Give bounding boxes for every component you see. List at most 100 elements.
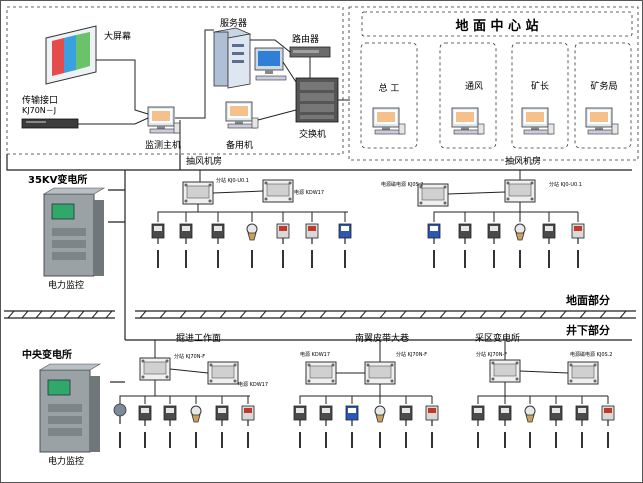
ground-center-title: 地 面 中 心 站 bbox=[455, 18, 538, 34]
server-icon bbox=[212, 27, 252, 89]
mining-substation-links bbox=[477, 370, 609, 404]
underground-power-a-label: 电源 KDW17 bbox=[238, 381, 268, 388]
router-icon bbox=[289, 46, 331, 58]
underground-part-label: 井下部分 bbox=[566, 323, 610, 337]
power-box-b-icon bbox=[305, 361, 337, 385]
heading-face-title: 掘进工作面 bbox=[176, 332, 221, 344]
sensor-icon bbox=[542, 223, 556, 245]
belt-roadway-links bbox=[299, 372, 433, 404]
backup-pc-icon bbox=[225, 101, 259, 129]
switch-icon bbox=[295, 77, 339, 123]
sensor-caption-marks bbox=[157, 250, 579, 268]
sensor-icon bbox=[427, 223, 441, 245]
substation-box-c-icon bbox=[489, 359, 521, 383]
top-network-links bbox=[78, 29, 350, 154]
transfer-interface-model: KJ70N－J bbox=[22, 106, 56, 115]
sensor-icon bbox=[163, 405, 177, 427]
underground-power-c-label: 电源磁电源 KJ0S.2 bbox=[570, 351, 612, 358]
station-label-3: 矿务局 bbox=[590, 80, 617, 92]
sensor-icon bbox=[549, 405, 563, 427]
sensor-icon bbox=[425, 405, 439, 427]
heading-face-links bbox=[119, 368, 250, 404]
sensor-icon bbox=[276, 223, 290, 245]
substation-35kv-label: 电力监控 bbox=[48, 279, 84, 291]
sensor-icon bbox=[211, 223, 225, 245]
server-label: 服务器 bbox=[220, 17, 247, 29]
substation-box-left-icon bbox=[182, 181, 214, 205]
big-screen-icon bbox=[45, 25, 97, 85]
sensor-icon bbox=[487, 223, 501, 245]
fan-right-links bbox=[433, 191, 579, 222]
substation-35kv-cabinet-icon bbox=[43, 187, 105, 277]
sensor-icon bbox=[179, 223, 193, 245]
fan-room-right-title: 抽风机房 bbox=[505, 155, 541, 167]
central-substation-cabinet-icon bbox=[39, 363, 101, 453]
monitor-host-icon bbox=[147, 106, 181, 134]
sensor-icon bbox=[601, 405, 615, 427]
fan-left-links bbox=[157, 190, 348, 222]
substation-box-right-icon bbox=[504, 179, 536, 203]
switch-label: 交换机 bbox=[299, 128, 326, 140]
top-network-boundary bbox=[6, 6, 344, 155]
server-monitor-icon bbox=[254, 47, 287, 81]
switch-sensor-icon bbox=[514, 223, 526, 241]
station-label-2: 矿长 bbox=[531, 80, 549, 92]
sensor-icon bbox=[338, 223, 352, 245]
sensor-icon bbox=[215, 405, 229, 427]
sensor-icon bbox=[575, 405, 589, 427]
sensor-icon bbox=[399, 405, 413, 427]
switch-sensor-icon bbox=[374, 405, 386, 423]
fan-room-left-title: 抽风机房 bbox=[186, 155, 222, 167]
ground-center-title-box bbox=[361, 11, 633, 37]
station-mining-bureau bbox=[574, 42, 632, 149]
sensor-icon bbox=[293, 405, 307, 427]
underground-power-b-label: 电源 KDW17 bbox=[300, 351, 330, 358]
valve-icon bbox=[113, 403, 127, 424]
belt-roadway-title: 南翼皮带大巷 bbox=[355, 332, 409, 344]
substation-box-b-icon bbox=[364, 361, 396, 385]
sensor-icon bbox=[471, 405, 485, 427]
hatch-marks bbox=[7, 310, 627, 319]
switch-sensor-icon bbox=[190, 405, 202, 423]
fan-right-power-label: 电源磁电源 KJ0S.2 bbox=[381, 181, 423, 188]
station-label-0: 总 工 bbox=[379, 82, 400, 94]
backbone-lines bbox=[6, 154, 632, 383]
substation-35kv-title: 35KV变电所 bbox=[28, 173, 87, 186]
sensor-icon bbox=[151, 223, 165, 245]
underground-sub-a-label: 分站 KJ70N-F bbox=[174, 353, 205, 360]
fan-right-substation-label: 分站 KJ0-U0.1 bbox=[549, 181, 582, 188]
ground-center-boundary bbox=[348, 6, 639, 161]
station-label-1: 通风 bbox=[465, 81, 483, 92]
transfer-interface-icon bbox=[21, 118, 79, 129]
sensor-icon bbox=[241, 405, 255, 427]
mining-substation-title: 采区变电所 bbox=[475, 332, 520, 344]
fan-left-power-label: 电源 KDW17 bbox=[294, 189, 324, 196]
power-box-c-icon bbox=[567, 361, 599, 385]
power-box-a-icon bbox=[207, 361, 239, 385]
big-screen-label: 大屏幕 bbox=[104, 30, 131, 42]
power-box-left-icon bbox=[262, 179, 294, 203]
sensor-icon bbox=[138, 405, 152, 427]
backup-pc-label: 备用机 bbox=[226, 139, 253, 151]
underground-sub-b-label: 分站 KJ70N-F bbox=[396, 351, 427, 358]
monitor-host-label: 监测主机 bbox=[145, 139, 181, 151]
central-substation-label: 电力监控 bbox=[48, 455, 84, 467]
station-mine-director bbox=[511, 42, 569, 149]
sensor-icon bbox=[498, 405, 512, 427]
sensor-icon bbox=[458, 223, 472, 245]
router-label: 路由器 bbox=[292, 33, 319, 45]
sensor-icon bbox=[571, 223, 585, 245]
transfer-interface-label: 传输接口 bbox=[22, 94, 58, 106]
station-zong-gong bbox=[360, 42, 418, 149]
switch-sensor-icon bbox=[246, 223, 258, 241]
underground-sub-c-label: 分站 KJ70N-F bbox=[476, 351, 507, 358]
sensor-icon bbox=[305, 223, 319, 245]
fan-left-substation-label: 分站 KJ0-U0.1 bbox=[216, 177, 249, 184]
switch-sensor-icon bbox=[524, 405, 536, 423]
surface-part-label: 地面部分 bbox=[566, 293, 610, 307]
central-substation-title: 中央变电所 bbox=[22, 348, 72, 361]
sensor-icon bbox=[345, 405, 359, 427]
substation-box-a-icon bbox=[139, 357, 171, 381]
station-ventilation bbox=[439, 42, 497, 149]
